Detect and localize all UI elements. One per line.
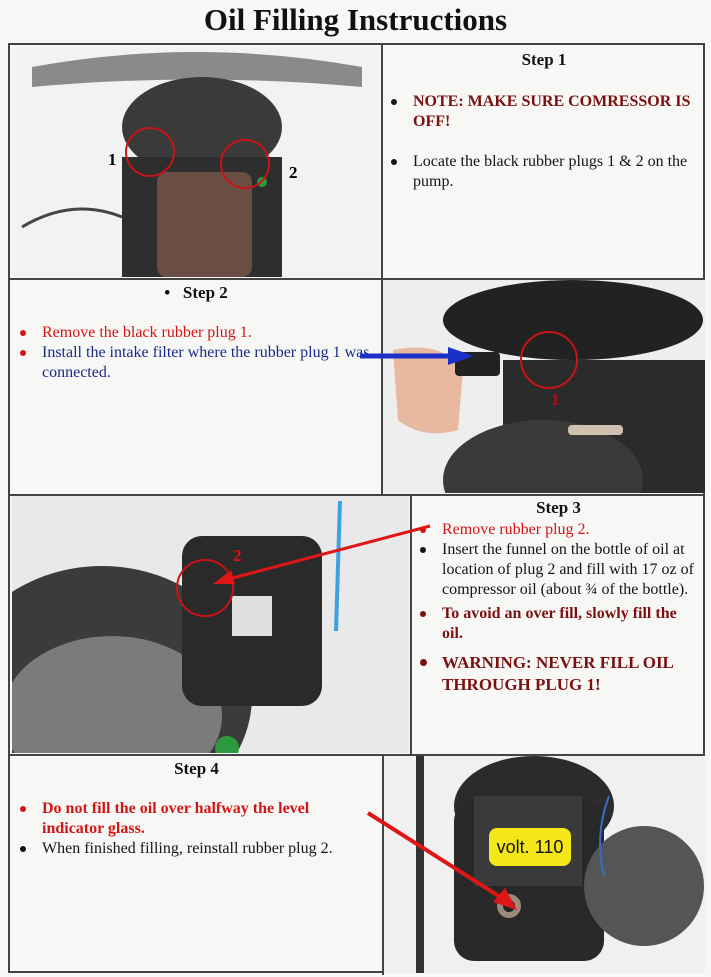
- step3-bullet-insert: Insert the funnel on the bottle of oil a…: [412, 540, 701, 600]
- step1-photo: 1 2: [12, 47, 380, 277]
- step1-bullet-locate: Locate the black rubber plugs 1 & 2 on t…: [383, 152, 695, 192]
- bullet-icon: [391, 159, 397, 165]
- plug-1-label: 1: [108, 150, 117, 169]
- plug-2-label: 2: [289, 163, 298, 182]
- plug-1-label: 1: [551, 390, 560, 409]
- divider: [10, 278, 705, 280]
- step4-photo: volt. 110: [384, 756, 705, 973]
- compressor-side-photo: [12, 496, 409, 753]
- bullet-icon: [420, 659, 427, 666]
- bullet-icon: [20, 846, 26, 852]
- step2-text-cell: • Step 2 Remove the black rubber plug 1.…: [12, 280, 380, 493]
- instruction-table: 1 2 Step 1 NOTE: MAKE SURE COMRESSOR IS …: [8, 43, 705, 975]
- bullet-icon: [420, 547, 426, 553]
- step1-text-cell: Step 1 NOTE: MAKE SURE COMRESSOR IS OFF!…: [383, 47, 705, 277]
- bullet-icon: [20, 350, 26, 356]
- volt-sticker: volt. 110: [489, 828, 571, 866]
- divider: [10, 494, 705, 496]
- step2-bullet-install: Install the intake filter where the rubb…: [12, 343, 374, 383]
- step2-title: • Step 2: [164, 283, 228, 302]
- divider: [382, 754, 384, 975]
- step3-title: Step 3: [536, 498, 581, 517]
- divider: [381, 45, 383, 281]
- step4-title: Step 4: [174, 759, 219, 778]
- divider: [10, 754, 705, 756]
- step3-photo: 2: [12, 496, 409, 753]
- step3-text-cell: Step 3 Remove rubber plug 2. Insert the …: [412, 496, 705, 753]
- step2-bullet-remove: Remove the black rubber plug 1.: [12, 323, 374, 343]
- step4-bullet-reinstall: When finished filling, reinstall rubber …: [12, 839, 373, 859]
- divider: [410, 494, 412, 756]
- step1-bullet-note: NOTE: MAKE SURE COMRESSOR IS OFF!: [383, 92, 695, 132]
- bullet-icon: [391, 99, 397, 105]
- step3-bullet-warning: WARNING: NEVER FILL OIL THROUGH PLUG 1!: [412, 652, 701, 696]
- step2-photo: 1: [383, 280, 705, 493]
- document-title: Oil Filling Instructions: [203, 2, 508, 37]
- divider: [381, 278, 383, 496]
- compressor-top-photo: [12, 47, 380, 277]
- red-arrow-icon: [213, 524, 431, 584]
- blue-arrow-icon: [360, 347, 474, 365]
- intake-filter-photo: [383, 280, 705, 493]
- step1-title: Step 1: [521, 50, 567, 69]
- plug-2-label: 2: [233, 546, 242, 565]
- step4-bullet-donotfill: Do not fill the oil over halfway the lev…: [12, 799, 373, 839]
- step2-title-bullet: •: [164, 283, 171, 302]
- step3-bullet-remove: Remove rubber plug 2.: [412, 520, 701, 540]
- step4-text-cell: Step 4 Do not fill the oil over halfway …: [12, 756, 381, 973]
- step3-bullet-avoid: To avoid an over fill, slowly fill the o…: [412, 604, 701, 644]
- bullet-icon: [20, 806, 26, 812]
- bullet-icon: [420, 527, 426, 533]
- bullet-icon: [20, 330, 26, 336]
- red-arrow-icon: [366, 811, 517, 910]
- bullet-icon: [420, 611, 426, 617]
